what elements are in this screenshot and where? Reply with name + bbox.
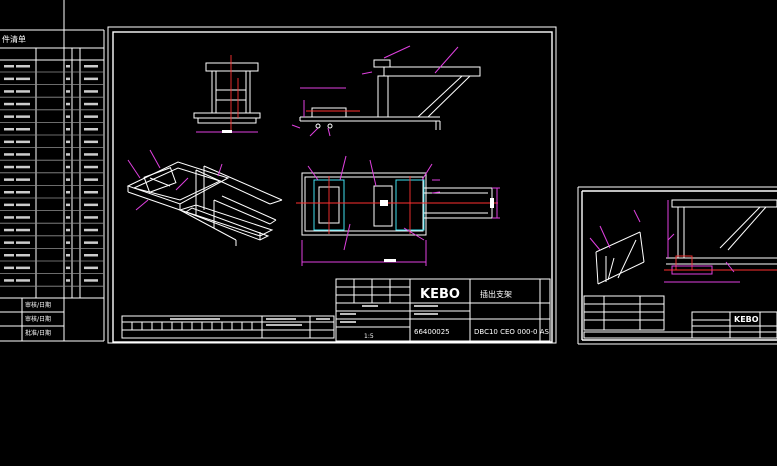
parts-list-cell-text: [4, 128, 14, 131]
top-view: [296, 155, 500, 266]
parts-list-cell-text: [66, 216, 70, 219]
main-drawing-sheet: [107, 26, 557, 344]
drawing-title: 插出支架: [480, 289, 512, 299]
parts-list-cell-text: [66, 279, 70, 282]
parts-list-cell-text: [16, 115, 30, 118]
parts-list-cell-text: [4, 165, 14, 169]
parts-list-cell-text: [16, 128, 30, 131]
parts-list-cell-text: [84, 115, 98, 118]
parts-list-cell-text: [4, 65, 14, 68]
parts-list-cell-text: [4, 279, 14, 282]
parts-list-cell-text: [84, 254, 98, 257]
parts-list-cell-text: [84, 203, 98, 207]
parts-list-cell-text: [66, 140, 70, 144]
parts-list-cell-text: [4, 254, 14, 257]
parts-list-cell-text: [84, 153, 98, 156]
parts-list-cell-text: [4, 178, 14, 181]
parts-list-cell-text: [84, 266, 98, 270]
scale-note: 1:5: [364, 333, 374, 340]
parts-list-cell-text: [4, 216, 14, 219]
parts-list-cell-text: [66, 115, 70, 118]
parts-list-cell-text: [16, 203, 30, 207]
parts-list-cell-text: [66, 254, 70, 257]
isometric-view: [126, 149, 283, 246]
front-view: [193, 55, 261, 133]
parts-list-cell-text: [16, 140, 30, 144]
parts-list-cell-text: [66, 165, 70, 169]
parts-list-title: 件清单: [2, 34, 26, 44]
parts-list-cell-text: [4, 241, 14, 244]
revision-strip: [121, 315, 335, 339]
approve-label: 批准/日期: [25, 329, 51, 337]
parts-list-cell-text: [84, 178, 98, 181]
parts-list-cell-text: [4, 115, 14, 118]
parts-list-cell-text: [4, 90, 14, 93]
parts-list-cell-text: [66, 241, 70, 244]
parts-list-cell-text: [4, 228, 14, 232]
parts-list-cell-text: [16, 241, 30, 244]
parts-list-cell-text: [4, 102, 14, 106]
parts-list-cell-text: [16, 254, 30, 257]
parts-list-cell-text: [66, 65, 70, 68]
parts-list-cell-text: [84, 228, 98, 232]
parts-list-cell-text: [4, 153, 14, 156]
parts-list-cell-text: [84, 216, 98, 219]
parts-list-cell-text: [4, 266, 14, 270]
drawing-number: DBC10 CEO 000-0 AS: [474, 328, 549, 336]
parts-list-cell-text: [66, 266, 70, 270]
parts-list-cell-text: [4, 191, 14, 194]
company-logo: KEBO: [420, 287, 460, 302]
parts-list-cell-text: [66, 77, 70, 81]
parts-list-cell-text: [4, 140, 14, 144]
parts-list-cell-text: [66, 178, 70, 181]
parts-list-cell-text: [16, 77, 30, 81]
parts-list-cell-text: [16, 279, 30, 282]
review-label-2: 审核/日期: [25, 315, 51, 323]
parts-list-cell-text: [66, 228, 70, 232]
parts-list-cell-text: [16, 90, 30, 93]
parts-list-cell-text: [84, 165, 98, 169]
parts-list-cell-text: [84, 191, 98, 194]
parts-list-cell-text: [84, 279, 98, 282]
parts-list-cell-text: [66, 203, 70, 207]
parts-list-cell-text: [16, 65, 30, 68]
parts-list-cell-text: [66, 153, 70, 156]
side-view: [291, 45, 481, 137]
parts-list-cell-text: [84, 90, 98, 93]
parts-list-cell-text: [16, 102, 30, 106]
parts-list-cell-text: [84, 102, 98, 106]
parts-list-cell-text: [16, 228, 30, 232]
review-label-1: 审核/日期: [25, 301, 51, 309]
parts-list-cell-text: [4, 203, 14, 207]
parts-list-cell-text: [16, 165, 30, 169]
parts-list-cell-text: [4, 77, 14, 81]
right-company-logo: KEBO: [734, 315, 759, 324]
parts-list-cell-text: [16, 191, 30, 194]
parts-list-cell-text: [16, 153, 30, 156]
parts-list-cell-text: [84, 65, 98, 68]
parts-list-cell-text: [16, 178, 30, 181]
parts-list-cell-text: [84, 128, 98, 131]
parts-list-cell-text: [66, 191, 70, 194]
parts-list-cell-text: [66, 128, 70, 131]
parts-list-cell-text: [16, 216, 30, 219]
parts-list-cell-text: [84, 241, 98, 244]
parts-list-cell-text: [66, 90, 70, 93]
parts-list-cell-text: [16, 266, 30, 270]
left-parts-list-sheet: 件清单 审核/日期 审核/日期 批准/日期: [0, 0, 105, 342]
right-drawing-sheet: KEBO: [577, 186, 777, 345]
title-block: KEBO 插出支架 DBC10 CEO 000-0 AS 66400025 1:…: [335, 278, 551, 342]
part-code: 66400025: [414, 328, 450, 336]
parts-list-cell-text: [84, 140, 98, 144]
parts-list-cell-text: [84, 77, 98, 81]
parts-list-cell-text: [66, 102, 70, 106]
